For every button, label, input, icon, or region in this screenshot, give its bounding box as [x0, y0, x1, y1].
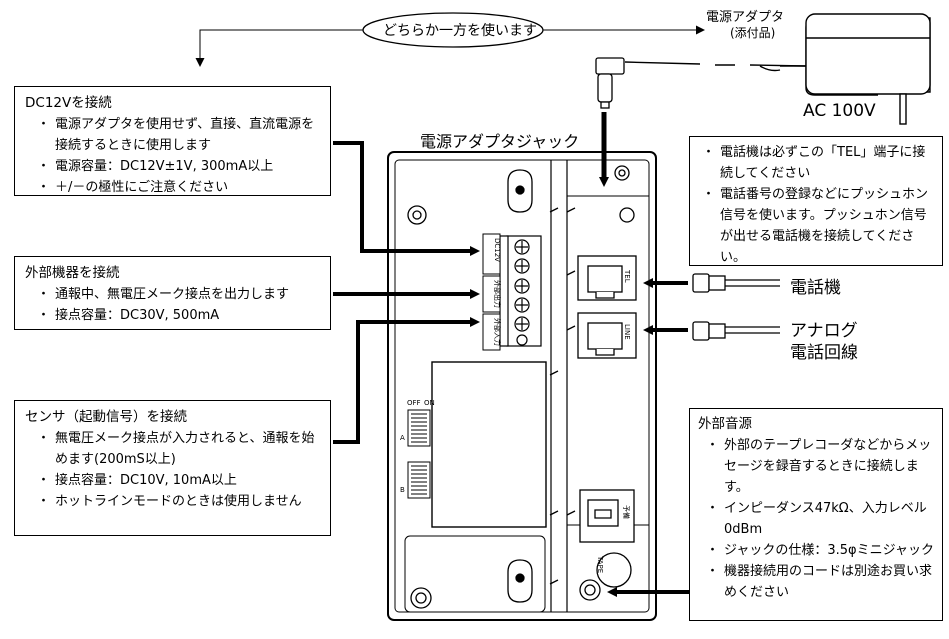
list-item: ＋/－の極性にご注意ください: [37, 177, 320, 198]
port-misc-label: 予備: [622, 505, 631, 519]
device-hardware: [407, 165, 635, 609]
list-item: 電源容量：DC12V±1V, 300mA以上: [37, 156, 320, 177]
device-body: [387, 151, 657, 621]
terminal-dc-label: DC12V: [493, 238, 501, 262]
external-audio-list: 外部のテープレコーダなどからメッセージを録音するときに接続します。 インピーダン…: [698, 435, 934, 603]
power-jack-title: 電源アダプタジャック: [420, 132, 580, 151]
external-device-list: 通報中、無電圧メーク接点を出力します 接点容量：DC30V, 500mA: [25, 284, 320, 326]
terminal-block: [499, 235, 542, 347]
list-item: 接点容量：DC10V, 10mA以上: [37, 470, 320, 491]
tel-note-box: 電話機は必ずこの「TEL」端子に接続してください 電話番号の登録などにプッシュホ…: [689, 136, 943, 266]
list-item: 機器接続用のコードは別途お買い求めください: [706, 561, 934, 603]
list-item: ジャックの仕様：3.5φミニジャック: [706, 540, 934, 561]
dc12v-title: DC12Vを接続: [25, 95, 112, 111]
dip-b-label: B: [400, 486, 405, 494]
list-item: 電話番号の登録などにプッシュホン信号を使います。プッシュホン信号が出せる電話機を…: [702, 184, 934, 268]
port-tape-label: TAPE: [596, 555, 604, 573]
external-device-title: 外部機器を接続: [25, 265, 120, 281]
tel-note-list: 電話機は必ずこの「TEL」端子に接続してください 電話番号の登録などにプッシュホ…: [698, 142, 934, 268]
external-audio-title: 外部音源: [698, 416, 752, 432]
terminal-labels: [482, 233, 501, 351]
sensor-title: センサ（起動信号）を接続: [25, 409, 187, 425]
port-tel-label: TEL: [623, 269, 631, 283]
dc-arrow: [333, 141, 480, 256]
list-item: 無電圧メーク接点が入力されると、通報を始めます(200mS以上): [37, 428, 320, 470]
phone-label: 電話機: [790, 278, 841, 298]
analog-line-label-2: 電話回線: [790, 343, 858, 363]
dip-a-label: A: [400, 434, 405, 442]
list-item: ホットラインモードのときは使用しません: [37, 491, 320, 512]
dip-on-label: ON: [424, 399, 435, 407]
dip-off-label: OFF: [407, 399, 421, 407]
phone-plug: [692, 273, 780, 293]
list-item: 接点容量：DC30V, 500mA: [37, 305, 320, 326]
sensor-list: 無電圧メーク接点が入力されると、通報を始めます(200mS以上) 接点容量：DC…: [25, 428, 320, 512]
list-item: 電話機は必ずこの「TEL」端子に接続してください: [702, 142, 934, 184]
adapter-label: 電源アダプタ: [706, 10, 785, 25]
port-housings: [577, 255, 637, 601]
terminal-in-label: 外部入力: [493, 318, 502, 346]
sensor-info-box: センサ（起動信号）を接続 無電圧メーク接点が入力されると、通報を始めます(200…: [14, 400, 331, 536]
list-item: 電源アダプタを使用せず、直接、直流電源を接続するときに使用します: [37, 114, 320, 156]
ac-adapter-illustration: [759, 13, 931, 125]
dc12v-info-box: DC12Vを接続 電源アダプタを使用せず、直接、直流電源を接続するときに使用しま…: [14, 86, 331, 198]
dc12v-list: 電源アダプタを使用せず、直接、直流電源を接続するときに使用します 電源容量：DC…: [25, 114, 320, 198]
list-item: インピーダンス47kΩ、入力レベル0dBm: [706, 498, 934, 540]
dip-switch: [407, 409, 431, 499]
callout-left-connector: [195, 29, 363, 67]
callout-text: どちらか一方を使います: [383, 23, 537, 39]
analog-line-label-1: アナログ: [790, 321, 858, 341]
list-item: 通報中、無電圧メーク接点を出力します: [37, 284, 320, 305]
adapter-sub-label: (添付品): [730, 26, 776, 40]
port-line-label: LINE: [623, 324, 631, 340]
line-plug: [692, 321, 780, 341]
external-device-info-box: 外部機器を接続 通報中、無電圧メーク接点を出力します 接点容量：DC30V, 5…: [14, 256, 331, 330]
terminal-out-label: 外部出力: [493, 280, 502, 308]
external-audio-box: 外部音源 外部のテープレコーダなどからメッセージを録音するときに接続します。 イ…: [689, 408, 943, 621]
dc-plug: [595, 57, 625, 109]
list-item: 外部のテープレコーダなどからメッセージを録音するときに接続します。: [706, 435, 934, 498]
adapter-cable: [624, 61, 807, 67]
ac-voltage-label: AC 100V: [803, 101, 876, 121]
sensor-arrow: [333, 317, 480, 444]
